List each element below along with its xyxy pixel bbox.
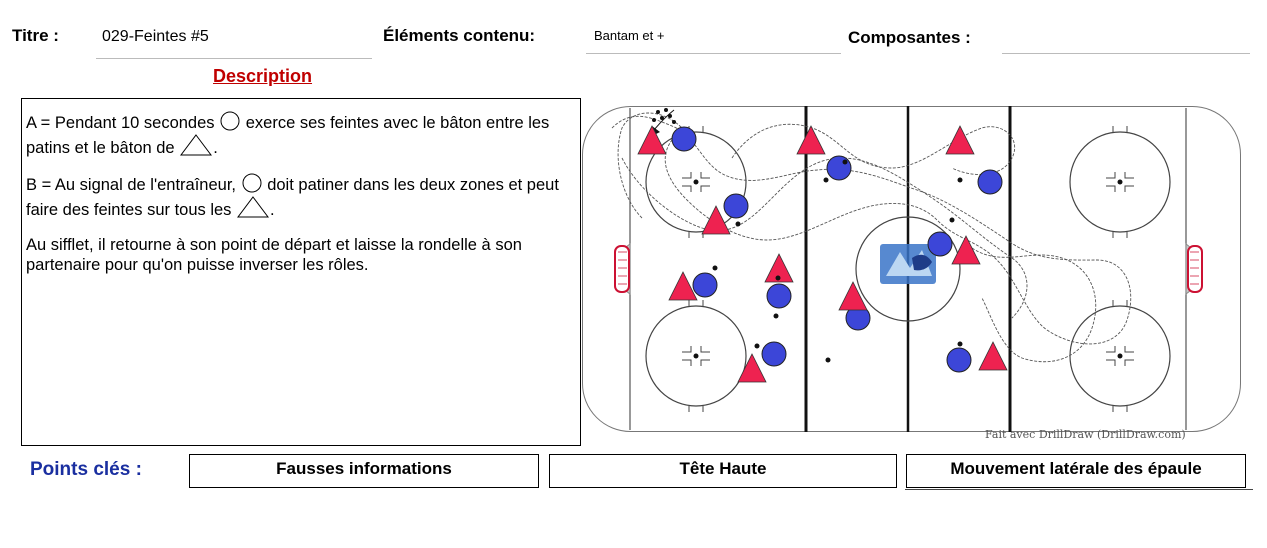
player-triangle — [668, 271, 698, 301]
paragraph-b-middle: doit patiner dans les deux zones et peut… — [26, 176, 559, 219]
title-field[interactable]: 029-Feintes #5 — [96, 28, 372, 59]
player-triangle — [796, 125, 826, 155]
player-triangle — [637, 125, 667, 155]
player-circle — [826, 155, 852, 181]
player-triangle — [951, 235, 981, 265]
player-circle — [671, 126, 697, 152]
puck-cluster — [652, 108, 676, 124]
player-circle — [946, 347, 972, 373]
player-circle — [692, 272, 718, 298]
paragraph-a: A = Pendant 10 secondes exerce ses feint… — [26, 111, 576, 159]
faceoff-circle-bottom-left — [645, 305, 747, 407]
faceoff-circle-top-right — [1069, 131, 1171, 233]
circle-player-icon — [242, 173, 262, 193]
player-triangle — [945, 125, 975, 155]
player-triangle — [701, 205, 731, 235]
key-points-underline — [905, 489, 1253, 490]
title-value: 029-Feintes #5 — [102, 28, 209, 45]
content-label: Éléments contenu: — [383, 26, 536, 45]
paragraph-a-middle: exerce ses feintes avec le bâton entre l… — [26, 114, 550, 157]
paragraph-c: Au sifflet, il retourne à son point de d… — [26, 236, 522, 274]
paragraph-a-end: . — [213, 139, 218, 157]
net-left — [614, 245, 630, 293]
paragraph-b-start: B = Au signal de l'entraîneur, — [26, 176, 237, 194]
player-circle — [723, 193, 749, 219]
center-ice-logo — [880, 244, 936, 284]
player-triangle — [978, 341, 1008, 371]
title-label: Titre : — [12, 26, 59, 45]
player-triangle — [764, 253, 794, 283]
content-value: Bantam et + — [594, 28, 665, 43]
rink-diagram — [582, 106, 1241, 432]
pucks — [712, 159, 963, 363]
description-box: A = Pendant 10 secondes exerce ses feint… — [21, 98, 581, 446]
center-circle — [855, 216, 961, 322]
paragraph-a-start: A = Pendant 10 secondes — [26, 114, 215, 132]
paragraph-b-end: . — [270, 201, 275, 219]
components-label: Composantes : — [848, 28, 971, 47]
triangle-player-icon — [237, 196, 270, 218]
paragraph-b: B = Au signal de l'entraîneur, doit pati… — [26, 173, 576, 221]
player-circle — [977, 169, 1003, 195]
content-field[interactable]: Bantam et + — [586, 28, 841, 54]
net-right — [1187, 245, 1203, 293]
player-circle — [766, 283, 792, 309]
diagram-credit: Fait avec DrillDraw (DrillDraw.com) — [985, 428, 1186, 441]
key-point-2: Tête Haute — [549, 454, 897, 488]
key-points-label: Points clés : — [30, 459, 142, 480]
key-point-3: Mouvement latérale des épaule — [906, 454, 1246, 488]
player-circle — [761, 341, 787, 367]
faceoff-circle-top-left — [645, 131, 747, 233]
faceoff-circle-bottom-right — [1069, 305, 1171, 407]
player-triangle — [838, 281, 868, 311]
components-field[interactable] — [1002, 30, 1250, 54]
key-point-1: Fausses informations — [189, 454, 539, 488]
player-triangle — [737, 353, 767, 383]
triangle-player-icon — [180, 134, 213, 156]
description-heading: Description — [213, 66, 313, 86]
circle-player-icon — [220, 111, 240, 131]
player-circle — [927, 231, 953, 257]
